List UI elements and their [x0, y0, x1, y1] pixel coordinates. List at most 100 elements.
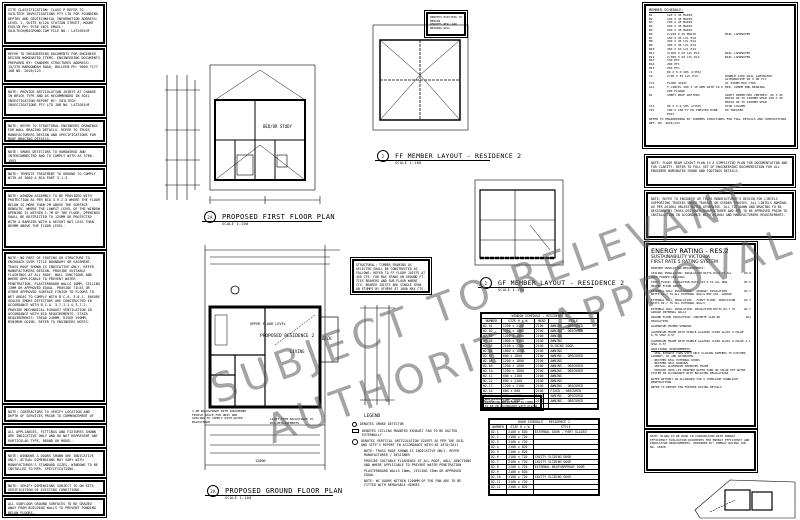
member-cell: B13 — [649, 58, 655, 63]
room-label: BED/OR STUDY — [263, 124, 292, 129]
member-cell: 89 x 5.0 SHS (C350) — [667, 69, 702, 74]
scale-text: SCALE 1:100 — [225, 496, 252, 500]
member-cell: 240 x 45 LVL E14 — [667, 39, 696, 44]
ground-floor-plan-drawing: UPPER FLOOR LEVEL PROPOSED RESIDENCE 2 L… — [204, 245, 340, 470]
member-cell: 89 x 5.0 SHS (C350) — [667, 103, 702, 108]
note-general: NOTE: NO PART OF FOOTING OR STRUCTURE TO… — [2, 250, 107, 404]
table-cell — [506, 489, 534, 495]
member-cell: NAIL LAMINATED — [725, 31, 751, 36]
room-label: PROPOSED RESIDENCE 2 — [260, 333, 314, 339]
energy-note: NOTE: PLANS TO BE READ IN CONJUNCTION WI… — [644, 429, 758, 473]
member-cell: 190 x 45 MGP10 — [667, 20, 693, 25]
dimension-overall: 12000 — [255, 459, 266, 463]
insulation-value: R2.7 — [744, 297, 751, 302]
member-schedule-footer: REFER TO ENGINEERING BY TANDEMS STRUCTUR… — [649, 117, 787, 126]
member-cell: B2 — [649, 16, 653, 21]
member-cell: 250 PFC — [667, 65, 680, 70]
member-cell: 150 x 45 LVL E14 — [667, 35, 696, 40]
member-cell: NAIL LAMINATED — [725, 50, 751, 55]
insulation-value: R2.7 — [744, 289, 751, 294]
key-new-wall: DENOTES NEW LOAD BEARING WALL — [430, 22, 457, 30]
member-cell: 100 x 100 F7 HG TREATED PINE POST — [667, 107, 718, 116]
member-cell: TP1 — [649, 107, 655, 112]
legend-text: NOTE: TRUSS ROOF SHOWN IS INDICATIVE ONL… — [364, 449, 460, 457]
member-row: TP1 100 x 100 F7 HG TREATED PINE POST H3 T… — [649, 107, 791, 117]
member-schedule-title: MEMBER SCHEDULE: — [649, 8, 684, 12]
legend-text: DENOTES VERTICAL ARTICULATION JOINTS AS … — [361, 439, 465, 447]
legend-text: DENOTES SMOKE DETECTOR — [360, 422, 404, 426]
note-text: NOTE: FLOOR BEAM LAYOUT PLAN IS A SIMPLI… — [651, 161, 788, 173]
glazing-spec: ALUMINIUM FRAME WITH DOUBLE GLAZING CLEA… — [651, 338, 751, 346]
wall-key-box: DENOTES EXISTING TO REMAIN DENOTES NEW L… — [424, 10, 468, 38]
insulation-text: CEILING INSULATION: INSULATION BATTS R4.… — [651, 271, 732, 279]
scale-text: SCALE 1:100 — [395, 161, 422, 165]
insulation-value: R2.7 — [744, 306, 751, 311]
table-cell — [488, 489, 508, 495]
scale-text: SCALE 1:100 — [222, 222, 249, 226]
member-cell: 2/300 x 63 LVL E14 — [667, 54, 700, 59]
member-cell: 300 x 45 LVL E14 — [667, 43, 696, 48]
member-cell: C1 — [649, 69, 653, 74]
title-text: PROPOSED GROUND FLOOR PLAN — [225, 487, 343, 495]
column-header: SIZE H x W — [506, 424, 534, 430]
table-cell — [548, 403, 598, 409]
member-cell: GL1 — [649, 84, 655, 89]
energy-title: ENERGY RATING - RES.2 — [651, 247, 729, 255]
insulation-value: N/A — [745, 315, 751, 320]
member-row: B3 190 x 45 MGP10 — [649, 21, 791, 25]
member-cell: B7 — [649, 35, 653, 40]
note-windows-doors: NOTE: WINDOWS & DOORS SHOWN ARE INDICATI… — [2, 448, 107, 478]
note-bracing: NOTE: REFER TO STRUCTURAL ENGINEERS DRAW… — [2, 118, 107, 144]
member-cell: H3 TREATED — [725, 107, 744, 112]
ff-member-layout-title: 2 FF MEMBER LAYOUT - RESIDENCE 2 SCALE 1… — [375, 150, 521, 165]
gf-member-layout-title: 2 GF MEMBER LAYOUT - RESIDENCE 2 SCALE 1… — [478, 277, 624, 292]
title-text: PROPOSED FIRST FLOOR PLAN — [222, 213, 335, 221]
member-cell: B14 — [649, 62, 655, 67]
energy-rating-panel: ENERGY RATING - RES.2 SUSTAINABILITY VIC… — [644, 241, 758, 429]
note-services: NOTE: CONTRACTORS TO VERIFY LOCATION AND… — [2, 404, 107, 424]
member-cell: B11 — [649, 50, 655, 55]
member-cell: 130 PFC — [667, 58, 680, 63]
legend: LEGEND DENOTES SMOKE DETECTOR DENOTES CE… — [352, 414, 472, 487]
member-cell: B8 — [649, 39, 653, 44]
member-cell: FLOOR JOIST — [667, 81, 687, 86]
note-text: NOTE: PROVIDE ARTICULATION JOINTS AT CHA… — [8, 90, 96, 107]
additional-item: - SEAL EXHAUST FANS WITH SELF CLOSING DA… — [651, 350, 747, 359]
member-row: C1 89 x 5.0 SHS (C350) — [649, 69, 791, 75]
drawing-number: 2A — [207, 485, 219, 497]
structural-note: STRUCTURAL: TIMBER FRAMING AS SELECTED S… — [350, 257, 432, 295]
legend-item: DENOTES SMOKE DETECTOR — [352, 422, 472, 427]
energy-subtitle: FIRST RATE 5 RATING SYSTEM — [651, 260, 719, 265]
table-row — [488, 489, 600, 495]
member-row: B7 150 x 45 LVL E14 — [649, 35, 791, 41]
aluminium-header: ALUMINIUM FRAMED WINDOWS — [651, 324, 692, 329]
insulation-value: R4.0 — [744, 271, 751, 276]
floor-level-label: UPPER FLOOR LEVEL — [250, 322, 286, 326]
additional-item: - WEATHER SEAL WINDOWS — [651, 360, 689, 365]
site-plan-thumbnail — [694, 479, 796, 519]
member-cell: 2/90 x 45 LVL E14 — [667, 73, 698, 78]
member-cell: B5 — [649, 27, 653, 32]
floor-beam-note: NOTE: FLOOR BEAM LAYOUT PLAN IS A SIMPLI… — [644, 154, 796, 188]
first-floor-plan-drawing: BED/OR STUDY — [165, 64, 321, 204]
member-cell: B4 — [649, 24, 653, 29]
member-cell: B3 — [649, 20, 653, 25]
legend-item: DENOTES CEILING MOUNTED EXHAUST FAN TO B… — [352, 429, 472, 437]
drawing-number: 2 — [480, 277, 492, 289]
member-cell: SHEET ROOF RAFTERS — [667, 92, 700, 97]
note-text: NOTE: TERMITE TREATMENT TO GROUND TO COM… — [8, 172, 96, 181]
note-text: NOTE: CONTRACTORS TO VERIFY LOCATION AND… — [8, 410, 94, 422]
